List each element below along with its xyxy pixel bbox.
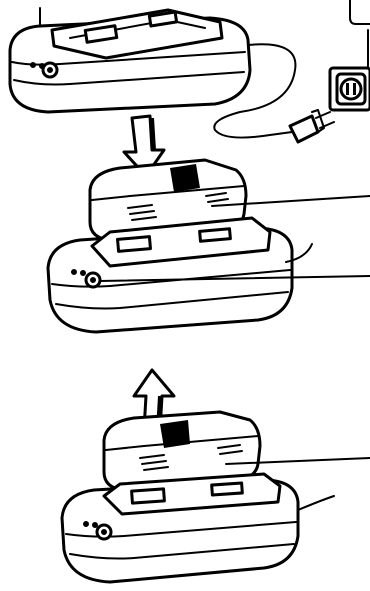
charge-lamp-1 [72, 270, 77, 275]
charger-unit-step-1 [10, 10, 250, 112]
wall-outlet-icon [330, 0, 370, 110]
charge-lamp-1 [31, 63, 36, 68]
step-3-remove-battery [62, 370, 370, 582]
step-2-insert-battery [48, 116, 370, 332]
charger-unit-step-2 [48, 218, 312, 332]
power-plug-icon [290, 110, 334, 142]
charge-lamp-2 [81, 271, 86, 276]
charge-lamp-2 [93, 523, 98, 528]
step-1-plug-in-charger [10, 0, 370, 142]
charge-lamp-1 [84, 522, 89, 527]
charger-unit-step-3 [62, 474, 334, 582]
